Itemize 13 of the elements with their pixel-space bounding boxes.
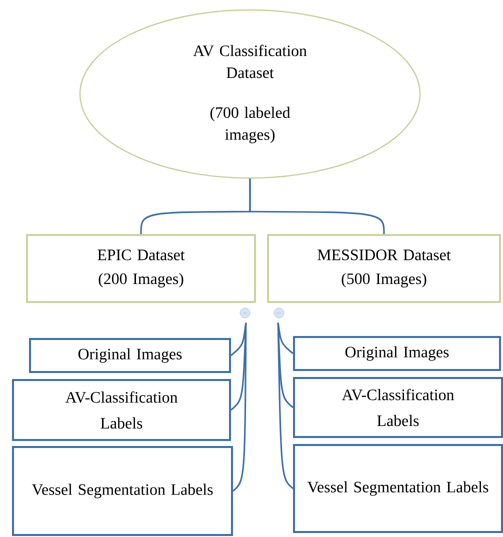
label-box: AV-Classification Labels [12, 379, 231, 441]
label-box: Original Images [29, 338, 231, 373]
connector-line [277, 322, 294, 354]
connector-line [232, 322, 247, 492]
connector-line [249, 178, 385, 234]
label-box: AV-Classification Labels [293, 377, 503, 438]
label-box: Vessel Segmentation Labels [12, 446, 233, 536]
connector-line [230, 322, 247, 356]
label-box: Original Images [293, 336, 501, 371]
label-box: Vessel Segmentation Labels [293, 444, 503, 533]
dataset-box: EPIC Dataset (200 Images) [26, 234, 256, 303]
dataset-box: MESSIDOR Dataset (500 Images) [267, 234, 501, 303]
connector-line [277, 322, 294, 490]
